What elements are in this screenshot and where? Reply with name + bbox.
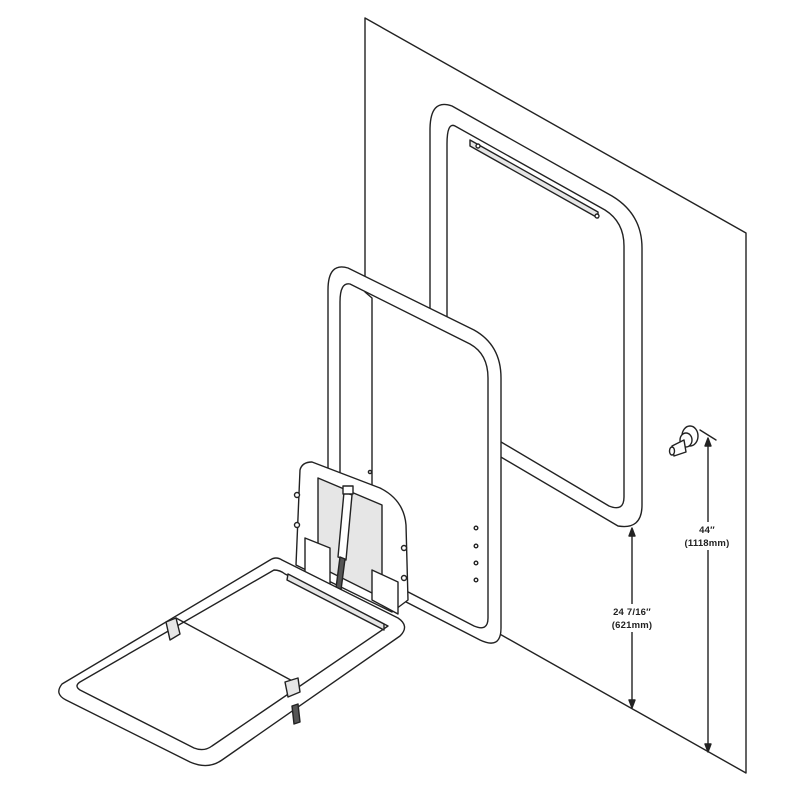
dimension-line-top-height [699, 429, 717, 753]
top-height-metric-label: (1118mm) [685, 538, 730, 549]
wall-hook-icon [668, 425, 699, 457]
bottom-height-metric-label: (621mm) [612, 620, 652, 631]
top-height-imperial-label: 44″ [699, 525, 715, 536]
hinge-bracket [293, 461, 409, 615]
bottom-height-imperial-label: 24 7/16″ [613, 607, 651, 618]
gas-strut [335, 485, 354, 591]
changing-table-bed [58, 557, 406, 767]
